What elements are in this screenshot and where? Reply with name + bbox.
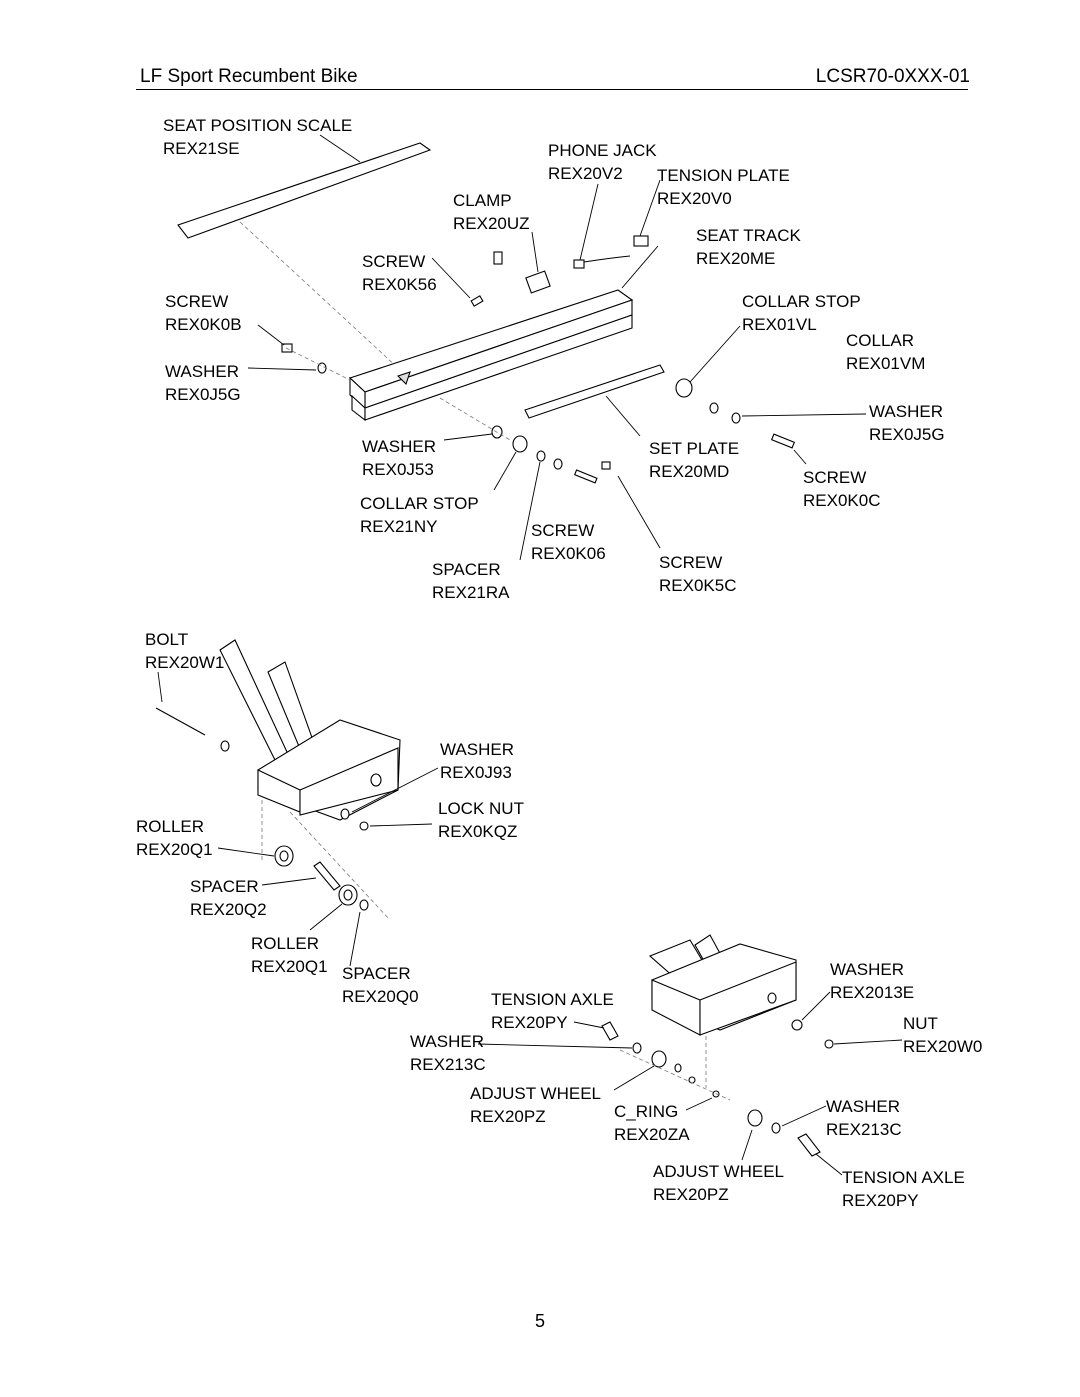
model-number: LCSR70-0XXX-01 [815, 66, 970, 87]
seat-position-scale-drawing [177, 134, 432, 369]
tension-assembly-drawing [477, 934, 903, 1176]
seat-frame-drawing [155, 639, 439, 967]
document-title: LF Sport Recumbent Bike [140, 66, 358, 87]
page-number: 5 [534, 1311, 546, 1331]
header-rule [136, 89, 968, 90]
top-hardware-drawing [247, 179, 867, 561]
seat-track-drawing [348, 245, 659, 422]
